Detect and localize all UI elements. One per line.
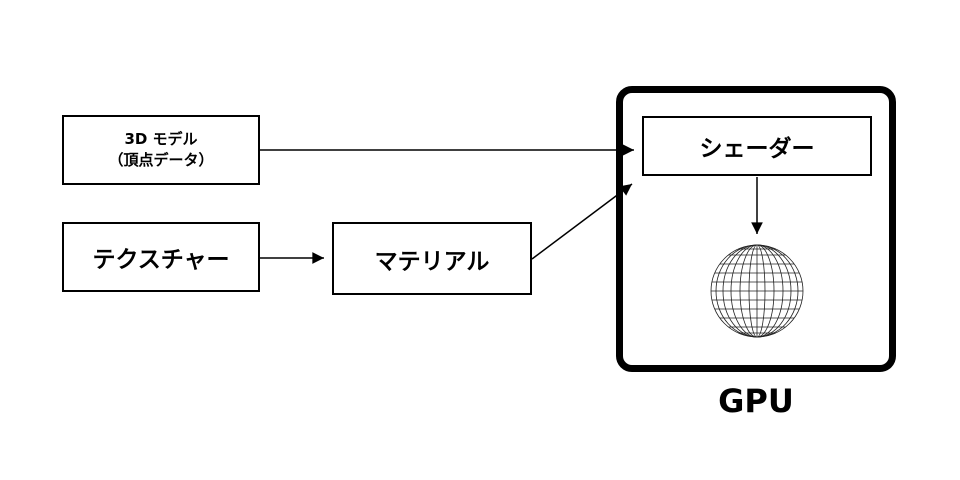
node-texture: テクスチャー <box>62 222 260 292</box>
node-material: マテリアル <box>332 222 532 295</box>
node-material-label: マテリアル <box>374 248 490 275</box>
node-3d-model-label-line1: 3D モデル <box>124 130 198 148</box>
node-3d-model: 3D モデル （頂点データ） <box>62 115 260 185</box>
node-shader: シェーダー <box>642 116 872 176</box>
wireframe-sphere-icon <box>710 244 804 338</box>
gpu-caption: GPU <box>718 382 794 420</box>
node-texture-label: テクスチャー <box>92 247 230 273</box>
node-shader-label: シェーダー <box>699 136 815 162</box>
node-3d-model-label-line2: （頂点データ） <box>108 151 214 169</box>
